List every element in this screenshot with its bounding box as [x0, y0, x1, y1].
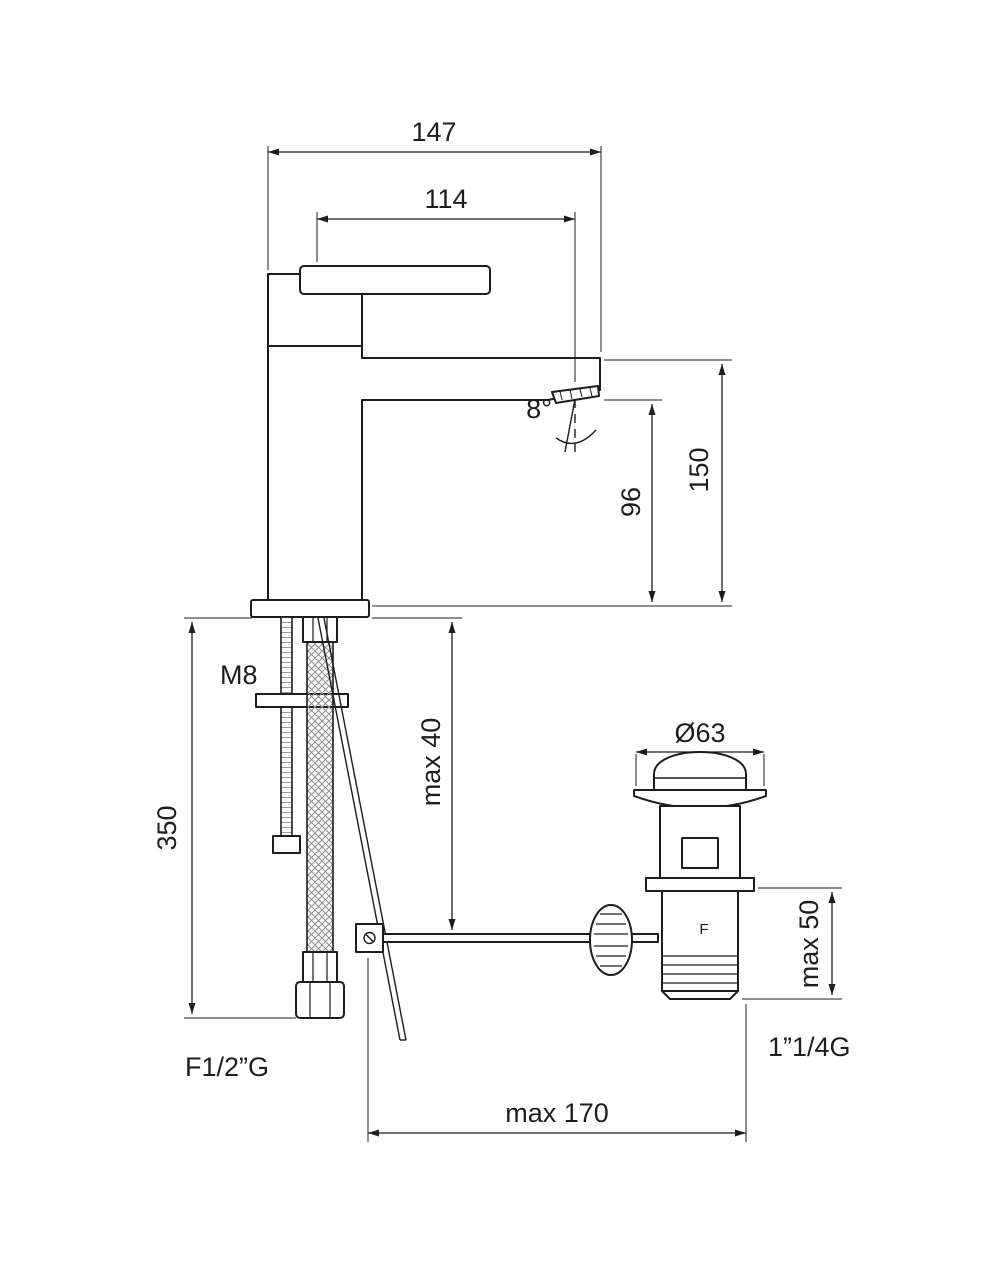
dim-deck-thickness: max 40 — [372, 617, 462, 930]
dim-drain-offset-label: max 170 — [505, 1098, 609, 1128]
dim-spout-reach-label: 114 — [424, 184, 467, 214]
drain-lower-flange — [645, 877, 755, 892]
tailpiece-thread — [663, 955, 737, 984]
mounting-hardware — [255, 616, 659, 1041]
stud-nut — [272, 835, 301, 854]
dim-outlet-height-label: 96 — [616, 487, 646, 517]
label-stud-thread: M8 — [220, 660, 258, 690]
dim-spout-height: 150 — [372, 359, 732, 607]
hose-end-nut — [295, 981, 345, 1019]
rod-connector-block — [355, 923, 384, 953]
dim-drain-diameter-label: Ø63 — [674, 718, 725, 748]
label-hose-thread: F1/2”G — [185, 1052, 269, 1082]
dim-deck-thickness-label: max 40 — [416, 718, 446, 807]
dim-total-projection: 147 — [267, 117, 602, 352]
threaded-stud — [280, 616, 293, 840]
dim-hose-length: 350 — [152, 617, 296, 1019]
tailpiece-chamfer — [661, 990, 739, 1000]
drain-cap — [653, 751, 747, 791]
aerator — [551, 385, 600, 404]
hose-thread-label: F1/2”G — [185, 1052, 269, 1082]
faucet-body-spout — [267, 345, 601, 601]
drain-tailpiece — [661, 890, 739, 992]
popup-rod — [317, 617, 407, 1041]
clamp-knob — [589, 904, 633, 976]
dim-drain-diameter: Ø63 — [635, 718, 765, 786]
body-mark-label: F — [699, 921, 708, 938]
angle-arc — [555, 429, 597, 445]
dim-total-projection-label: 147 — [411, 117, 456, 147]
flex-hose — [306, 617, 334, 959]
dim-drain-offset: max 170 — [367, 958, 747, 1142]
overflow-slot — [681, 837, 719, 869]
dim-outlet-height: 96 — [604, 399, 662, 602]
drain-assembly: F — [633, 751, 767, 1000]
dim-spout-reach: 114 — [316, 184, 576, 382]
spray-angle-annotation: 8° — [526, 394, 597, 453]
base-plate — [250, 599, 370, 618]
dim-drain-height: max 50 — [742, 887, 842, 1000]
stud-thread-label: M8 — [220, 660, 258, 690]
hose-bottom-fitting — [302, 951, 338, 983]
drain-thread-label: 1”1/4G — [768, 1032, 851, 1062]
label-drain-thread: 1”1/4G — [768, 1032, 851, 1062]
dim-spout-height-label: 150 — [684, 447, 714, 492]
lever-handle — [299, 265, 491, 295]
spout-angle-label: 8° — [526, 394, 552, 424]
aerator-hatch — [559, 387, 593, 401]
dim-hose-length-label: 350 — [152, 805, 182, 850]
faucet — [250, 265, 601, 618]
dim-drain-height-label: max 50 — [794, 900, 824, 989]
